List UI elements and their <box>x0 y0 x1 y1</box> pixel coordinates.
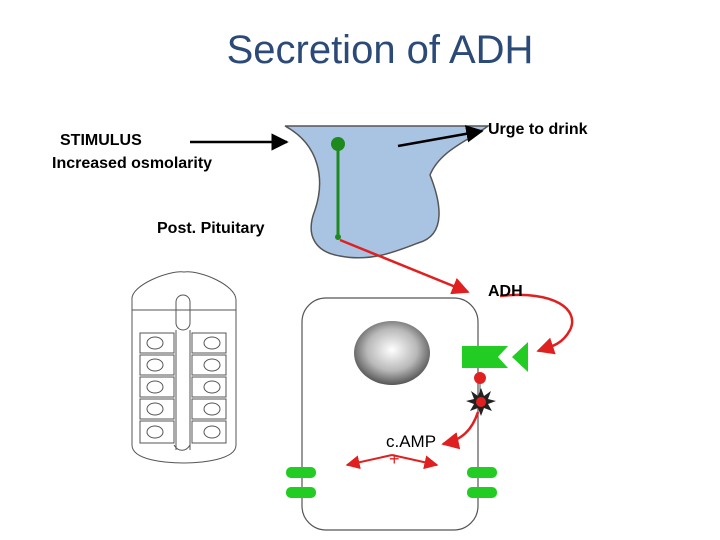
aquaporin-right <box>467 467 497 498</box>
urge-arrow <box>397 125 484 148</box>
camp-label: c.AMP <box>386 432 437 451</box>
aquaporin-left <box>286 467 316 498</box>
neuron-terminal <box>335 234 341 240</box>
adh-molecule <box>512 342 528 372</box>
cell-nucleus <box>354 321 430 385</box>
posterior-pituitary-label: Post. Pituitary <box>157 220 265 237</box>
posterior-pituitary-shape <box>284 125 491 259</box>
urge-to-drink-label: Urge to drink <box>488 121 588 138</box>
camp-production-arrow <box>441 411 480 450</box>
stimulus-label: STIMULUS <box>60 132 142 149</box>
adh-binding-arrow <box>499 293 574 355</box>
nephron <box>131 271 237 464</box>
adh-receptor <box>462 346 508 368</box>
camp-arrow-left <box>345 454 393 470</box>
stimulus-detail-label: Increased osmolarity <box>52 155 213 172</box>
g-protein <box>474 372 486 384</box>
plus-sign: + <box>389 449 400 469</box>
neuron-cell-body <box>331 137 345 151</box>
camp-arrow-right <box>391 454 439 470</box>
adenylate-cyclase <box>466 388 496 416</box>
page-title: Secretion of ADH <box>226 28 534 72</box>
adh-label: ADH <box>488 283 523 300</box>
adh-release-arrow <box>339 238 470 295</box>
